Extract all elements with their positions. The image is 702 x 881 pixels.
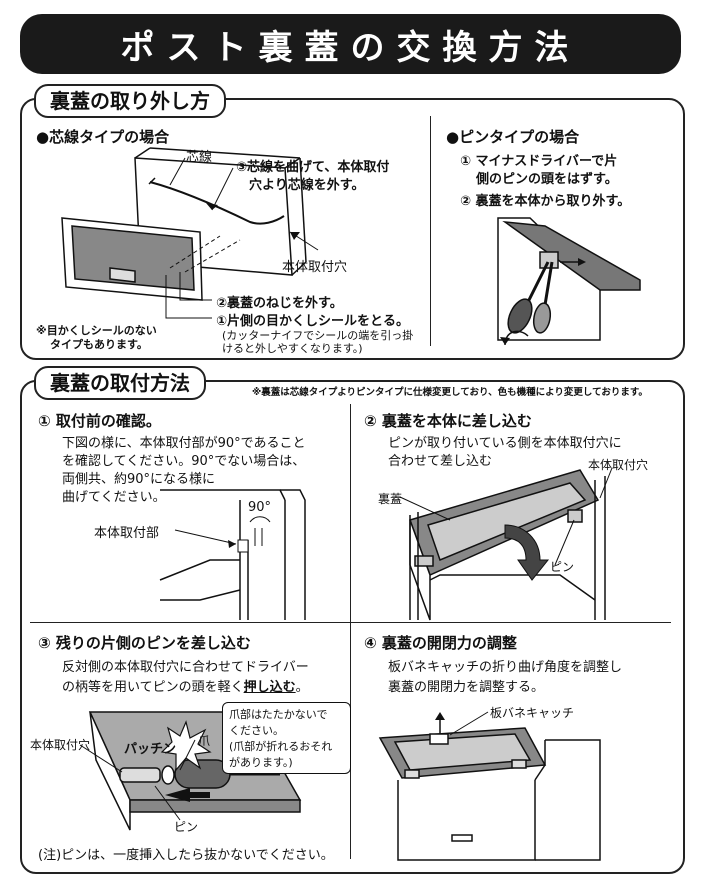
step2-line2: 合わせて差し込む [388,454,493,469]
label-angle: 90° [248,500,272,515]
pin-step1-line1: ① マイナスドライバーで片 [460,154,618,169]
step3-line2-b: 押し込む [243,680,296,695]
step1-heading: ① 取付前の確認。 [38,412,161,430]
step3-label-pin: ピン [174,820,199,834]
claw-note-line1: 爪部はたたかないで [229,708,328,721]
claw-note-box: 爪部はたたかないで ください。 (爪部が折れるおそれ があります。) [222,702,351,774]
install-header-note: ※裏蓋は芯線タイプよりピンタイプに仕様変更しており、色も機種により変更しておりま… [252,387,648,398]
step3-line2-c: 。 [295,680,309,695]
step2-label-hole: 本体取付穴 [588,458,649,472]
step2-line1: ピンが取り付いている側を本体取付穴に [388,436,622,451]
step3-label-pachin: パッチン [124,742,177,757]
step1-line4: 曲げてください。 [62,490,166,505]
core-step1: ①片側の目かくしシールをとる。 [216,314,410,329]
removal-section [20,98,685,360]
step3-label-hole: 本体取付穴 [30,738,91,752]
pin-type-heading: ●ピンタイプの場合 [446,128,580,146]
step2-label-pin: ピン [550,560,575,574]
step3-line2: の柄等を用いてピンの頭を軽く押し込む。 [62,676,309,695]
step4-line2: 裏蓋の開閉力を調整する。 [388,680,545,695]
install-section [20,380,685,874]
core-step1-note-line1: (カッターナイフでシールの端を引っ掛 [222,329,414,342]
step4-heading: ④ 裏蓋の開閉力の調整 [364,634,517,652]
step3-line1: 反対側の本体取付穴に合わせてドライバー [62,660,309,675]
step4-label-catch: 板バネキャッチ [490,706,575,720]
install-tab: 裏蓋の取付方法 [34,366,206,400]
removal-divider [430,116,431,346]
step1-line1: 下図の様に、本体取付部が90°であること [62,436,306,451]
core-type-heading: ●芯線タイプの場合 [36,128,170,146]
core-note-line1: ※目かくしシールのない [36,324,157,337]
step3-footnote: (注)ピンは、一度挿入したら抜かないでください。 [38,848,334,863]
claw-note-line2: ください。 [229,724,284,737]
step2-heading: ② 裏蓋を本体に差し込む [364,412,532,430]
install-divider-horizontal [30,622,671,623]
step1-line3: 両側共、約90°になる様に [62,472,216,487]
page-title-bar: ポスト裏蓋の交換方法 [20,14,681,74]
page-title: ポスト裏蓋の交換方法 [120,27,581,68]
step4-line1: 板バネキャッチの折り曲げ角度を調整し [388,660,623,675]
core-note-line2: タイプもあります。 [50,338,148,351]
step3-heading: ③ 残りの片側のピンを差し込む [38,634,251,652]
step1-line2: を確認してください。90°でない場合は、 [62,454,306,469]
pin-step2: ② 裏蓋を本体から取り外す。 [460,194,631,209]
claw-note-line3: (爪部が折れるおそれ [229,740,333,753]
core-step3-line1: ③芯線を曲げて、本体取付 [236,160,390,175]
removal-tab: 裏蓋の取り外し方 [34,84,226,118]
label-core-wire: 芯線 [186,150,213,165]
step2-label-lid: 裏蓋 [378,492,403,506]
install-divider-vertical [350,404,351,859]
label-body-hole: 本体取付穴 [282,260,348,275]
claw-note-line4: があります。) [229,756,293,769]
core-step3-line2: 穴より芯線を外す。 [249,178,365,193]
core-step1-note-line2: けると外しやすくなります。) [222,342,363,355]
core-step2: ②裏蓋のねじを外す。 [216,296,343,311]
step3-label-claw: 爪 [198,734,211,748]
step3-line2-a: の柄等を用いてピンの頭を軽く [62,680,244,695]
pin-step1-line2: 側のピンの頭をはずす。 [476,172,618,187]
label-mount-part: 本体取付部 [94,526,160,541]
